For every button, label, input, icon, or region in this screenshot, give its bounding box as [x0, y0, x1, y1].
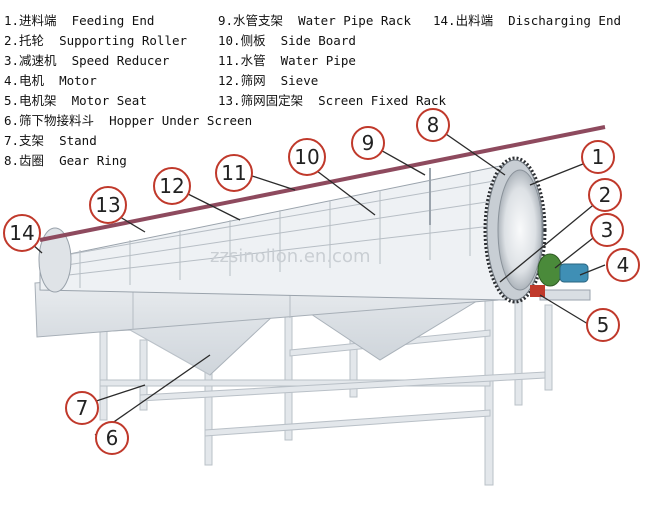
legend-item-7: 7.支架 Stand	[4, 133, 97, 148]
legend-item-2: 2.托轮 Supporting Roller	[4, 33, 188, 48]
motor-seat	[539, 289, 591, 301]
stand-leg	[99, 329, 108, 421]
drum-sieve	[38, 164, 506, 301]
motor	[559, 263, 589, 283]
legend-item-14: 14.出料端 Discharging End	[433, 13, 622, 28]
callout-5: 5	[597, 313, 610, 337]
callout-numbers: 1 2 3 4 5 6 7 8 9 10 11 12 13 14	[9, 113, 629, 450]
stand-crossbar	[204, 409, 491, 437]
callout-circle	[3, 214, 41, 252]
callout-circle	[590, 213, 624, 247]
stand-leg	[284, 299, 293, 441]
legend-item-6: 6.筛下物接料斗 Hopper Under Screen	[4, 113, 253, 128]
callout-1: 1	[592, 145, 605, 169]
callout-11: 11	[221, 161, 246, 185]
callout-circle	[606, 248, 640, 282]
callout-14: 14	[9, 221, 34, 245]
callout-13: 13	[95, 193, 120, 217]
callout-circle	[95, 421, 129, 455]
gear-ring	[483, 156, 547, 304]
callout-3: 3	[601, 218, 614, 242]
callout-circle	[416, 108, 450, 142]
callout-circle	[586, 308, 620, 342]
callout-circle	[89, 186, 127, 224]
callout-8: 8	[427, 113, 440, 137]
callout-circle	[588, 178, 622, 212]
stand-leg	[484, 299, 494, 486]
callout-circle	[215, 154, 253, 192]
callouts	[3, 108, 640, 455]
feeding-end	[483, 156, 547, 304]
legend-item-9: 9.水管支架 Water Pipe Rack	[218, 13, 411, 28]
callout-12: 12	[159, 174, 184, 198]
water-pipe	[39, 125, 606, 242]
callout-7: 7	[76, 396, 89, 420]
sieve-mesh	[59, 172, 501, 288]
callout-circle	[581, 140, 615, 174]
callout-9: 9	[362, 131, 375, 155]
legend-item-5: 5.电机架 Motor Seat	[4, 93, 147, 108]
stand-leg	[514, 299, 523, 406]
watermark: zzsinolion.en.com	[210, 246, 371, 267]
legend-item-1: 1.进料端 Feeding End	[4, 13, 155, 28]
callout-6: 6	[106, 426, 119, 450]
discharging-end	[38, 227, 72, 293]
legend-item-12: 12.筛网 Sieve	[218, 73, 319, 88]
stand-leg	[139, 339, 148, 411]
stand-crossbar	[139, 371, 546, 402]
legend-item-3: 3.减速机 Speed Reducer	[4, 53, 170, 68]
legend-item-10: 10.侧板 Side Board	[218, 33, 356, 48]
callout-2: 2	[599, 183, 612, 207]
legend-item-13: 13.筛网固定架 Screen Fixed Rack	[218, 93, 447, 108]
legend: 1.进料端 Feeding End 2.托轮 Supporting Roller…	[0, 0, 650, 170]
supporting-roller	[530, 285, 545, 297]
callout-10: 10	[294, 145, 319, 169]
speed-reducer	[537, 253, 563, 287]
callout-circle	[153, 167, 191, 205]
callout-circle	[65, 391, 99, 425]
callout-4: 4	[617, 253, 630, 277]
motor-assembly	[530, 253, 591, 301]
callout-circle	[288, 138, 326, 176]
stand-leg	[544, 304, 553, 391]
legend-item-11: 11.水管 Water Pipe	[218, 53, 356, 68]
legend-item-8: 8.齿圈 Gear Ring	[4, 153, 127, 168]
callout-circle	[351, 126, 385, 160]
legend-item-4: 4.电机 Motor	[4, 73, 97, 88]
